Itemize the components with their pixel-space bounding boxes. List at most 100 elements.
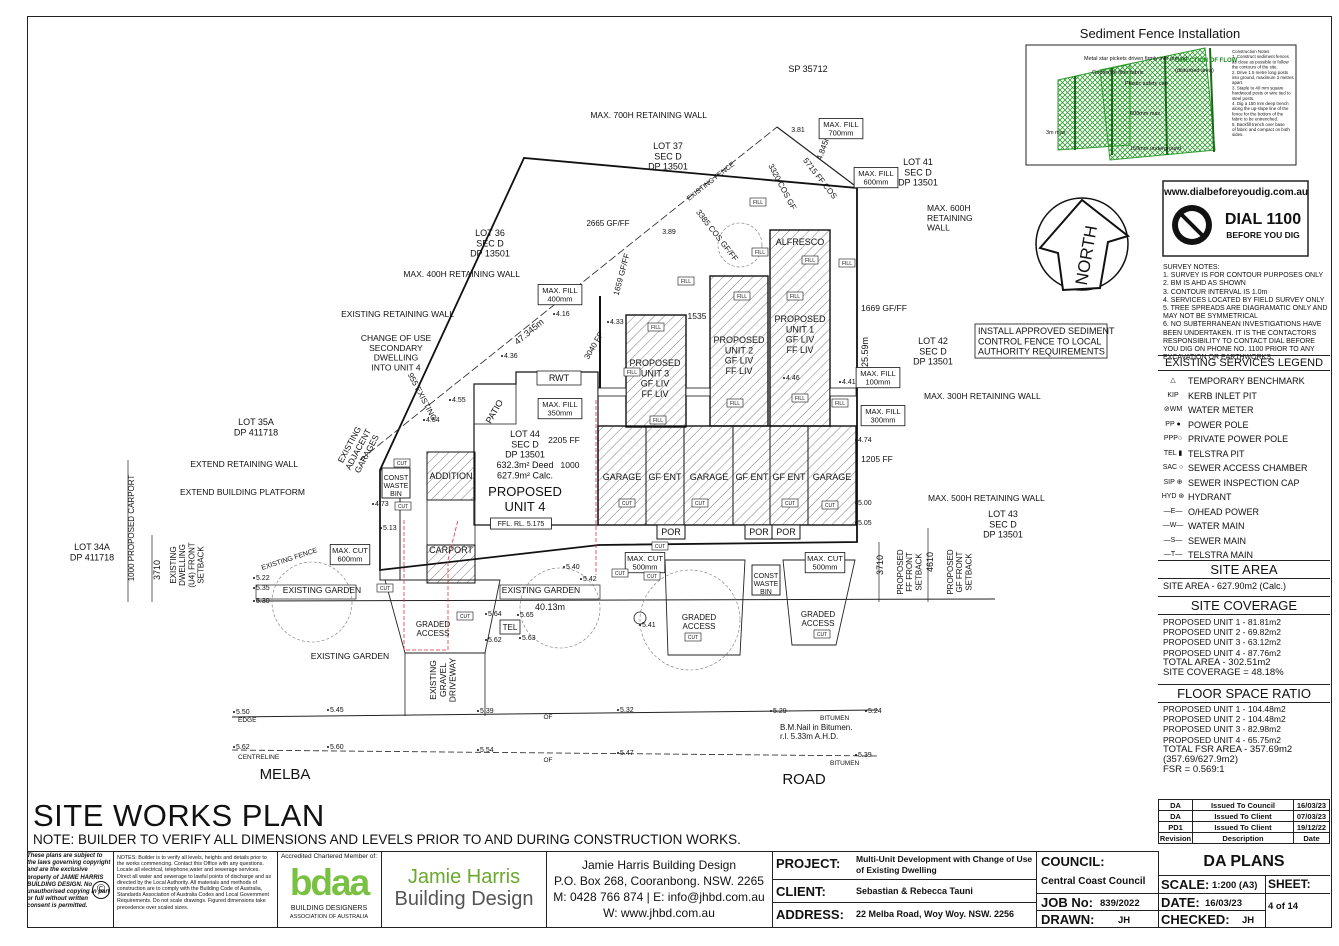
firm-web: W: www.jhbd.com.au	[603, 906, 715, 920]
bitumen-label-1: BITUMEN	[820, 715, 850, 722]
extend-building-platform-label-text: EXTEND BUILDING PLATFORM	[180, 487, 305, 497]
sediment-note-line: apart.	[1232, 80, 1243, 85]
max-fill-600-text: 600mm	[863, 178, 888, 187]
max-fill-100-text: 100mm	[865, 378, 890, 387]
spot-level-marker	[253, 600, 255, 602]
unit-2-label-text: UNIT 2	[725, 345, 753, 355]
existing-garden-label-1-text: EXISTING GARDEN	[283, 585, 361, 595]
legend-symbol-icon: △	[1170, 377, 1176, 385]
max-cut-500-b-text: 500mm	[812, 563, 837, 572]
checked-value: JH	[1242, 915, 1255, 926]
lot-34a-label-text: LOT 34A	[74, 542, 110, 552]
legend-symbol-icon: PP ●	[1165, 420, 1181, 428]
change-of-use-label-text: DWELLING	[374, 353, 418, 363]
address-label: ADDRESS:	[776, 907, 844, 922]
spot-level-l554: 5.54	[480, 747, 494, 754]
bitumen-label-2-text: BITUMEN	[830, 760, 860, 767]
tel-pit-label-text: TEL	[503, 623, 518, 632]
client-label: CLIENT:	[776, 884, 826, 899]
lot-44-label-text: SEC D	[511, 439, 539, 449]
lot-34a-label-text: DP 411718	[70, 552, 114, 562]
fill-tag-box	[751, 247, 769, 257]
road-name-melba: MELBA	[260, 766, 311, 783]
bdaa-line1: BUILDING DESIGNERS	[290, 905, 368, 912]
fill-tag: FILL	[753, 200, 763, 206]
porch-label-unit-1: POR	[776, 527, 796, 537]
cut-tag: CUT	[817, 632, 827, 638]
legend-symbol-icon: SIP ⊕	[1163, 478, 1183, 486]
legend-symbol-icon: HYD ⊛	[1161, 493, 1185, 501]
max-fill-700-text: 700mm	[828, 129, 853, 138]
spot-level-l562: 5.62	[236, 744, 250, 751]
retaining-wall-700-label-text: MAX. 700H RETAINING WALL	[590, 110, 707, 120]
spot-level-marker	[865, 710, 867, 712]
dim-1659-text: 1659 GF/FF	[612, 252, 632, 296]
setback-proposed-ff-text: FF FRONT	[905, 552, 914, 592]
legend-item: SIP ⊕SEWER INSPECTION CAP	[1158, 476, 1330, 491]
fsr-line: PROPOSED UNIT 4 - 65.75m2	[1163, 734, 1281, 745]
dim-1205-text: 1205 FF	[861, 454, 893, 464]
gf-ent-label-unit-2: GF ENT	[736, 472, 770, 482]
unit-1-label-text: UNIT 1	[786, 324, 814, 334]
site-area-title: SITE AREA	[1158, 560, 1330, 579]
existing-retaining-wall-label-text: EXISTING RETAINING WALL	[341, 309, 454, 319]
cut-tag: CUT	[695, 501, 705, 507]
cut-tag: CUT	[647, 574, 657, 580]
dim-3320-text: 3320 COS GF	[766, 162, 798, 211]
rev-date: 07/03/23	[1293, 810, 1330, 822]
setback-proposed-gf-text: PROPOSED	[946, 549, 955, 595]
project-label: PROJECT:	[776, 856, 841, 871]
dim-1000-carport-text: 1000 PROPOSED CARPORT	[127, 475, 136, 582]
lot-36-label-text: LOT 36	[475, 228, 505, 238]
sp-label-text: SP 35712	[788, 64, 827, 74]
spot-level-marker	[327, 709, 329, 711]
spot-level-marker	[519, 637, 521, 639]
spot-level-marker	[477, 749, 479, 751]
porch-label-unit-3-text: POR	[661, 527, 681, 537]
centreline-label: CENTRELINE	[238, 754, 280, 761]
survey-note: 1. SURVEY IS FOR CONTOUR PURPOSES ONLY	[1163, 272, 1324, 280]
survey-note: 6. NO SUBTERRANEAN INVESTIGATIONS HAVE B…	[1163, 321, 1322, 362]
alfresco-label: ALFRESCO	[776, 237, 825, 247]
spot-level-l446: 4.46	[786, 375, 800, 382]
date-label: DATE:	[1161, 895, 1200, 910]
plan-title: SITE WORKS PLAN	[33, 798, 325, 833]
fill-tag-box	[623, 367, 641, 377]
site-area-text: SITE AREA - 627.90m2 (Calc.)	[1163, 581, 1287, 591]
dim-2205: 2205 FF	[548, 435, 580, 445]
rear-boundary	[776, 126, 859, 189]
graded-access-label-unit-3-text: ACCESS	[683, 622, 716, 631]
dim-1669-text: 1669 GF/FF	[861, 303, 907, 313]
legend-item: —S—SEWER MAIN	[1158, 534, 1330, 549]
firm-contact: M: 0428 766 874 | E: info@jhbd.com.au	[553, 890, 765, 904]
cut-tag-box	[394, 501, 412, 511]
garage-label-unit-2-text: GARAGE	[690, 472, 729, 482]
fill-tag: FILL	[737, 294, 747, 300]
edge-label: EDGE	[238, 717, 257, 724]
legend-label: TEMPORARY BENCHMARK	[1188, 376, 1305, 387]
spot-level-marker	[855, 754, 857, 756]
max-fill-300-text: MAX. FILL	[865, 407, 900, 416]
existing-fence-label-2-text: EXISTING FENCE	[261, 547, 319, 572]
dim-3710-right: 3710	[875, 555, 885, 575]
firm-logo-line2: Building Design	[394, 888, 534, 910]
legend-symbol-icon: —E—	[1163, 507, 1183, 515]
fill-tag: FILL	[835, 401, 845, 407]
dim-47345: 47.345m	[512, 317, 545, 347]
firm-logo-line1: Jamie Harris	[407, 866, 521, 888]
spot-level-marker	[485, 639, 487, 641]
dim-1205: 1205 FF	[861, 454, 893, 464]
spot-level-l545: 5.45	[330, 707, 344, 714]
job-value: 839/2022	[1100, 898, 1140, 909]
legend-item: —W—WATER MAIN	[1158, 519, 1330, 534]
gf-ent-label-unit-1-text: GF ENT	[773, 472, 807, 482]
lot-37-label-text: DP 13501	[648, 162, 688, 172]
spot-level-l535: 5.35	[256, 585, 270, 592]
cut-tag-box	[821, 500, 839, 510]
